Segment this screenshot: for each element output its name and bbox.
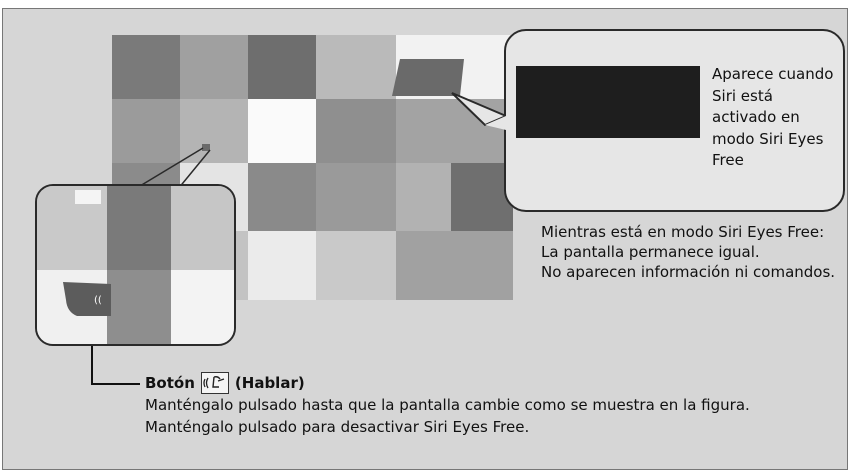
svg-text:((: ((	[94, 295, 102, 306]
button-label-end: (Hablar)	[234, 374, 305, 392]
side-line-3: No aparecen información ni comandos.	[541, 263, 836, 281]
siri-indicator	[392, 59, 464, 96]
talk-button-zoomed: ((	[63, 282, 111, 316]
talk-button-marker	[202, 144, 210, 151]
side-description: Mientras está en modo Siri Eyes Free: La…	[541, 222, 841, 282]
button-desc-2: Manténgalo pulsado para desactivar Siri …	[145, 418, 530, 436]
side-line-2: La pantalla permanece igual.	[541, 243, 760, 261]
zoomed-detail	[35, 184, 236, 346]
button-label-start: Botón	[145, 374, 195, 392]
button-description: Botón (Hablar) Manténgalo pulsado hasta …	[145, 372, 825, 438]
button-desc-1: Manténgalo pulsado hasta que la pantalla…	[145, 396, 750, 414]
button-title: Botón (Hablar)	[145, 372, 825, 394]
bubble-caption: Aparece cuando Siri está activado en mod…	[712, 65, 834, 169]
siri-screen-image	[516, 66, 700, 138]
talk-icon	[200, 372, 229, 394]
bubble-tail-cover	[485, 116, 506, 130]
side-line-1: Mientras está en modo Siri Eyes Free:	[541, 223, 825, 241]
